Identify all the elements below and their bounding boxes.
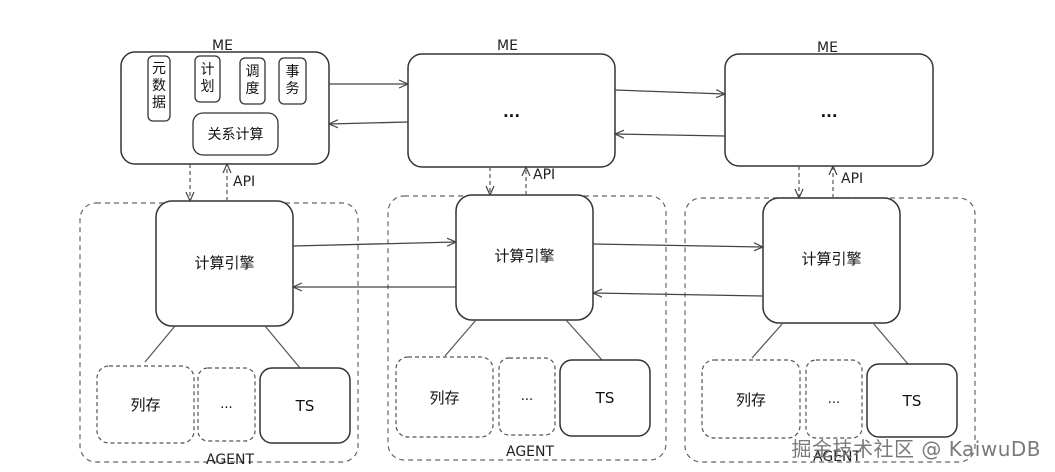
ts-label-3: TS [902, 391, 922, 410]
me-label-3: ME [817, 40, 838, 56]
schedule-box [239, 57, 266, 105]
api-label-1: API [233, 174, 256, 190]
watermark-text: 掘金技术社区 @ KaiwuDB [791, 437, 1041, 461]
agent-label-2: AGENT [506, 444, 555, 460]
ts-label-1: TS [295, 396, 315, 415]
ts-box-1 [259, 367, 351, 444]
column-store-box-1 [96, 365, 195, 444]
ts-box-3 [866, 363, 958, 438]
meta-data-label: 元 数 据 [152, 61, 166, 111]
transaction-label: 事 务 [285, 64, 300, 97]
ellipsis-label-1: ... [220, 397, 233, 412]
transaction-box [278, 57, 307, 105]
api-label-2: API [533, 167, 556, 183]
agent-label-1: AGENT [206, 452, 255, 468]
ellipsis-label-2: ... [520, 389, 534, 404]
ellipsis-label-3: ... [827, 391, 841, 407]
plan-box [194, 55, 221, 103]
relational-compute-box [192, 112, 279, 156]
agent-label-3: AGENT [813, 449, 862, 465]
agent-box-2 [387, 195, 667, 461]
ts-box-2 [559, 359, 651, 437]
engine-box-3 [762, 197, 901, 324]
engine-box-1 [155, 200, 294, 327]
engine-label-3: 计算引擎 [801, 249, 862, 268]
me-label-1: ME [212, 38, 233, 54]
ts-label-2: TS [595, 389, 615, 407]
relational-compute-label: 关系计算 [207, 127, 264, 143]
engine-label-2: 计算引擎 [494, 246, 555, 265]
plan-label: 计 划 [200, 62, 215, 95]
me-label-2: ME [497, 38, 518, 54]
engine-label-1: 计算引擎 [194, 253, 255, 272]
column-store-label-3: 列存 [735, 390, 766, 409]
me-content-2: ... [502, 103, 521, 121]
engine-box-2 [455, 194, 594, 321]
column-store-label-2: 列存 [429, 388, 460, 407]
schedule-label: 调 度 [245, 64, 260, 97]
me-box-2 [407, 53, 616, 168]
ellipsis-box-2 [498, 357, 556, 436]
ellipsis-box-3 [805, 359, 863, 439]
column-store-label-1: 列存 [130, 396, 161, 414]
meta-data-box [147, 55, 171, 122]
me-content-3: ... [820, 103, 838, 121]
column-store-box-3 [701, 359, 801, 439]
column-store-box-2 [395, 356, 494, 438]
api-label-3: API [841, 171, 864, 187]
ellipsis-box-1 [197, 367, 256, 442]
